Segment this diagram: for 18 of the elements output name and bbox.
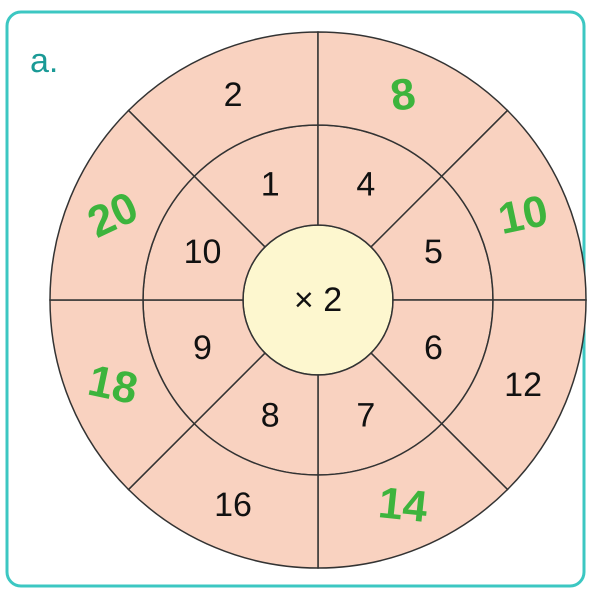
number-label: 16 [214, 486, 252, 524]
handwritten-answer: 18 [84, 356, 142, 414]
number-label: 8 [260, 396, 280, 434]
number-label: 7 [356, 396, 376, 434]
handwritten-answer: 14 [376, 478, 430, 532]
number-label: 1 [260, 166, 280, 204]
number-label: 12 [504, 366, 542, 404]
operation-label: × 2 [294, 281, 342, 319]
handwritten-answer: 20 [80, 182, 146, 248]
part-label: a. [30, 42, 58, 80]
number-label: 9 [193, 328, 212, 367]
number-label: 4 [356, 166, 376, 204]
number-label: 2 [224, 76, 242, 114]
number-label: 6 [424, 328, 443, 367]
number-label: 10 [184, 233, 222, 272]
number-label: 5 [424, 233, 443, 272]
handwritten-answer: 10 [494, 186, 552, 244]
handwritten-answer: 8 [387, 68, 418, 121]
